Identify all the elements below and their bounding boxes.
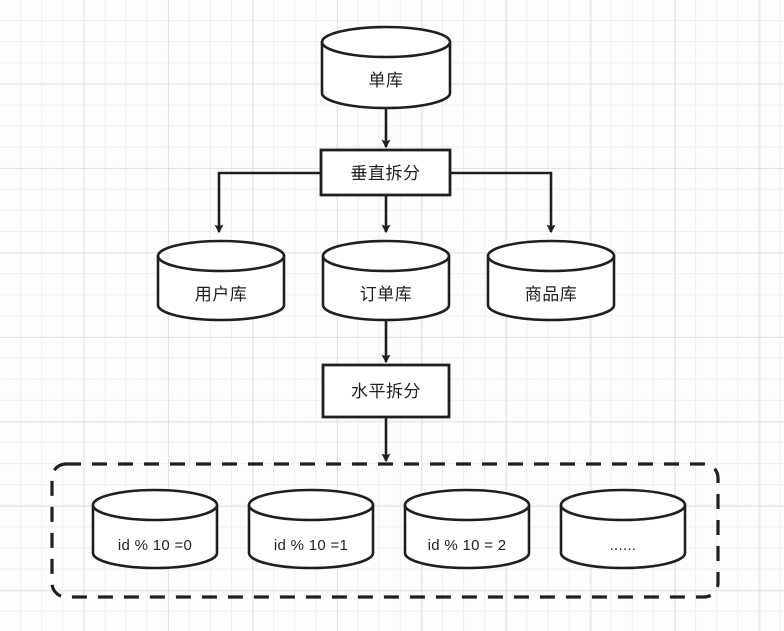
horizontal-split-box [321, 363, 451, 419]
branch-right-connector [450, 171, 556, 234]
shard-cylinder-2 [403, 488, 531, 570]
user-database-cylinder [156, 239, 286, 322]
product-database-cylinder [486, 239, 616, 322]
branch-left-connector [214, 171, 321, 234]
order-database-cylinder [321, 239, 451, 322]
shard-cylinder-1 [247, 488, 375, 570]
single-database-cylinder [320, 25, 452, 110]
shard-cylinder-0 [91, 488, 219, 570]
shard-group-container [50, 462, 720, 599]
shard-cylinder-3 [559, 488, 687, 570]
vertical-split-box [319, 148, 452, 197]
